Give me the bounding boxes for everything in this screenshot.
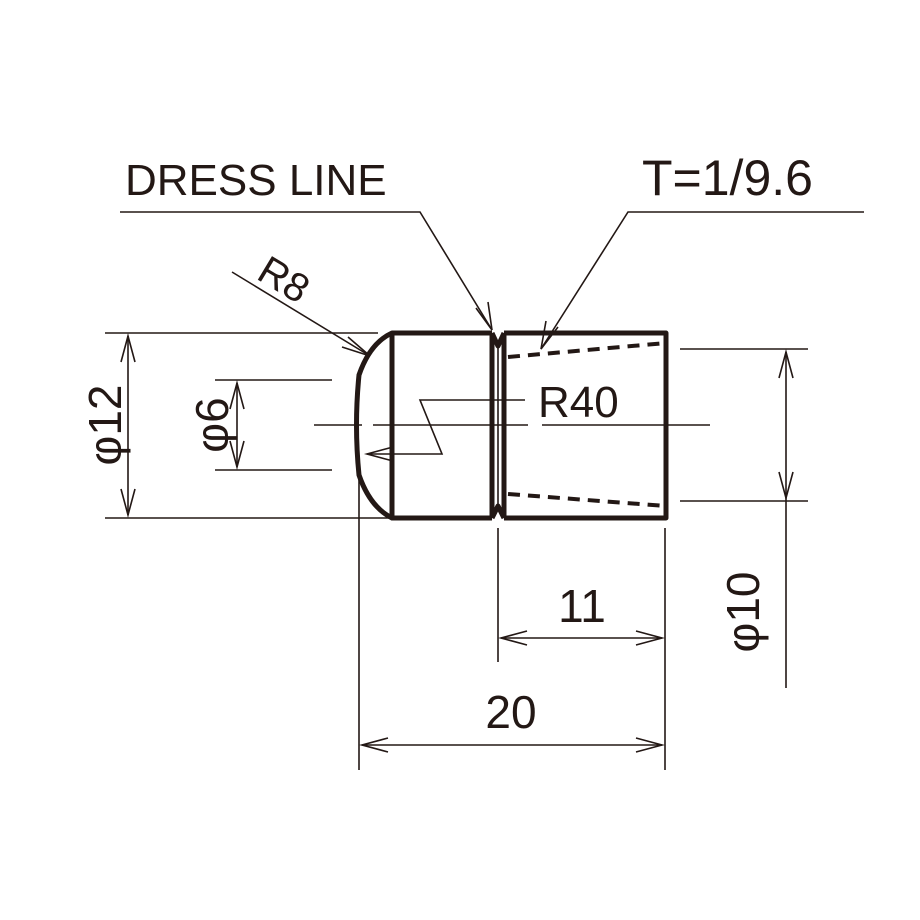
taper-label: T=1/9.6 bbox=[642, 150, 813, 206]
phi12-label: φ12 bbox=[79, 385, 131, 466]
dimension-11: 11 bbox=[497, 528, 666, 662]
dress-line-label: DRESS LINE bbox=[125, 156, 387, 205]
dim20-label: 20 bbox=[485, 686, 536, 738]
r8-label: R8 bbox=[250, 248, 316, 312]
leader-r40: R40 bbox=[363, 378, 619, 462]
dimension-phi6: φ6 bbox=[186, 379, 332, 471]
leader-dress-line: DRESS LINE bbox=[120, 156, 493, 331]
leader-r8: R8 bbox=[231, 248, 371, 357]
r40-label: R40 bbox=[538, 378, 619, 427]
dimension-phi10: φ10 bbox=[680, 348, 808, 688]
leader-taper: T=1/9.6 bbox=[540, 150, 864, 350]
dim11-label: 11 bbox=[558, 580, 606, 632]
taper-bore-bottom bbox=[507, 492, 667, 508]
phi6-label: φ6 bbox=[186, 397, 238, 452]
phi10-label: φ10 bbox=[717, 572, 769, 653]
taper-bore-top bbox=[507, 341, 667, 359]
dimension-20: 20 bbox=[358, 478, 666, 770]
